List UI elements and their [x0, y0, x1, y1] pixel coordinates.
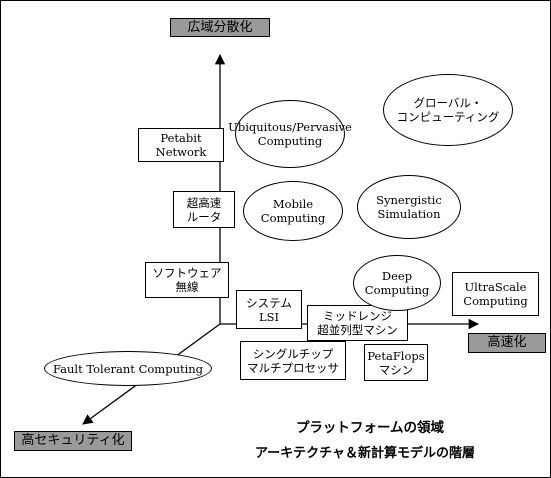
caption-subtitle: アーキテクチャ＆新計算モデルの階層 [254, 446, 476, 461]
single-chip-mp-box: シングルチップ マルチプロセッサ [240, 341, 346, 380]
deep-computing-ellipse: Deep Computing [353, 255, 441, 311]
label-high-security: 高セキュリティ化 [14, 431, 132, 451]
mobile-computing-ellipse: Mobile Computing [243, 181, 343, 241]
ultra-high-speed-router-box: 超高速 ルータ [173, 191, 235, 228]
petabit-network-box: Petabit Network [138, 128, 224, 162]
ubiquitous-pervasive-ellipse: Ubiquitous/Pervasive Computing [228, 100, 352, 168]
midrange-mpp-box: ミッドレンジ 超並列型マシン [307, 305, 408, 341]
synergistic-simulation-ellipse: Synergistic Simulation [357, 175, 461, 239]
label-high-speed: 高速化 [468, 333, 546, 353]
fault-tolerant-computing-ellipse: Fault Tolerant Computing [44, 351, 212, 386]
system-lsi-box: システム LSI [236, 290, 302, 329]
global-computing-ellipse: グローバル・ コンピューティング [383, 74, 513, 146]
software-wireless-box: ソフトウェア 無線 [145, 262, 229, 298]
label-wide-area-distribution: 広域分散化 [170, 18, 270, 37]
ultrascale-computing-box: UltraScale Computing [452, 272, 539, 316]
caption-title: プラットフォームの領域 [295, 420, 445, 436]
petaflops-machine-box: PetaFlops マシン [364, 344, 428, 381]
